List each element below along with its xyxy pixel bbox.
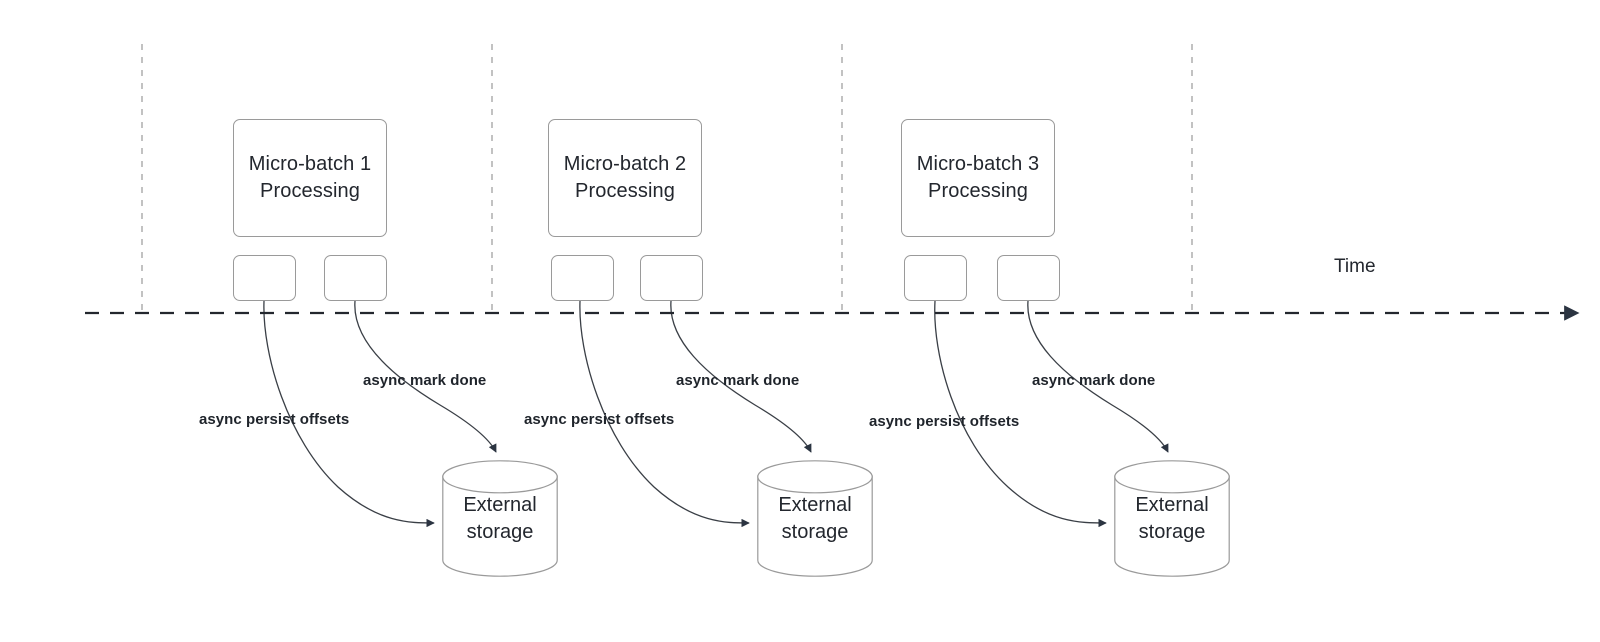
timeline-axis-label: Time [1334,256,1376,277]
external-storage-2[interactable]: External storage [757,460,873,577]
persist-offsets-task-3[interactable] [904,255,967,301]
processing-box-3[interactable]: Micro-batch 3 Processing [901,119,1055,237]
async-mark-done-label-1: async mark done [363,372,487,389]
async-mark-done-label-2: async mark done [676,372,800,389]
async-persist-offsets-label-3: async persist offsets [869,413,1020,430]
async-persist-offsets-label-1: async persist offsets [199,411,350,428]
cylinder-body [1114,475,1230,577]
external-storage-3[interactable]: External storage [1114,460,1230,577]
async-mark-done-edge-1 [354,300,497,453]
cylinder-top-ellipse [757,460,873,494]
cylinder-shape-1 [442,460,558,577]
async-mark-done-edge-2 [670,300,812,453]
processing-box-1[interactable]: Micro-batch 1 Processing [233,119,387,237]
async-persist-offsets-label-2: async persist offsets [524,411,675,428]
mark-done-task-1[interactable] [324,255,387,301]
cylinder-shape-3 [1114,460,1230,577]
mark-done-task-2[interactable] [640,255,703,301]
cylinder-top-ellipse [1114,460,1230,494]
cylinder-body [442,475,558,577]
async-mark-done-edge-3 [1027,300,1169,453]
cylinder-body [757,475,873,577]
persist-offsets-task-2[interactable] [551,255,614,301]
processing-box-2[interactable]: Micro-batch 2 Processing [548,119,702,237]
persist-offsets-task-1[interactable] [233,255,296,301]
async-persist-offsets-edge-2 [579,300,750,528]
cylinder-shape-2 [757,460,873,577]
async-mark-done-label-3: async mark done [1032,372,1156,389]
tick-line-group [141,44,1193,313]
async-persist-offsets-edge-1 [263,300,435,528]
cylinder-top-ellipse [442,460,558,494]
async-persist-offsets-edge-3 [934,300,1107,528]
edge-curve-group [263,300,1169,528]
external-storage-1[interactable]: External storage [442,460,558,577]
mark-done-task-3[interactable] [997,255,1060,301]
